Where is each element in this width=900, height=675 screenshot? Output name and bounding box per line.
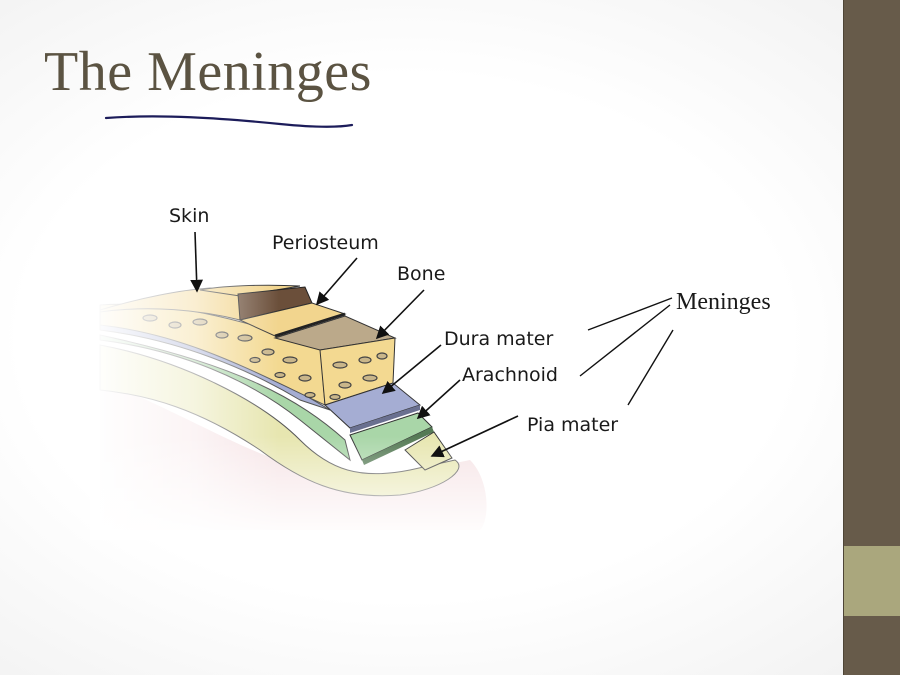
label-bone: Bone [397,263,445,285]
handdrawn-underline [104,115,354,128]
slide-title: The Meninges [44,41,372,103]
label-arrows [190,231,519,458]
sidebar-accent-block [844,546,900,616]
label-skin: Skin [169,205,209,227]
label-periosteum: Periosteum [272,232,379,254]
label-arachnoid: Arachnoid [462,364,558,386]
meninges-diagram: Skin Periosteum Bone Dura mater Arachnoi… [90,205,771,540]
label-pia-mater: Pia mater [527,414,618,436]
label-dura-mater: Dura mater [444,328,553,350]
slide: The Meninges [44,41,771,540]
label-meninges: Meninges [676,289,771,315]
meninges-bracket-lines [579,297,674,406]
slide-sidebar-decoration [843,0,900,675]
